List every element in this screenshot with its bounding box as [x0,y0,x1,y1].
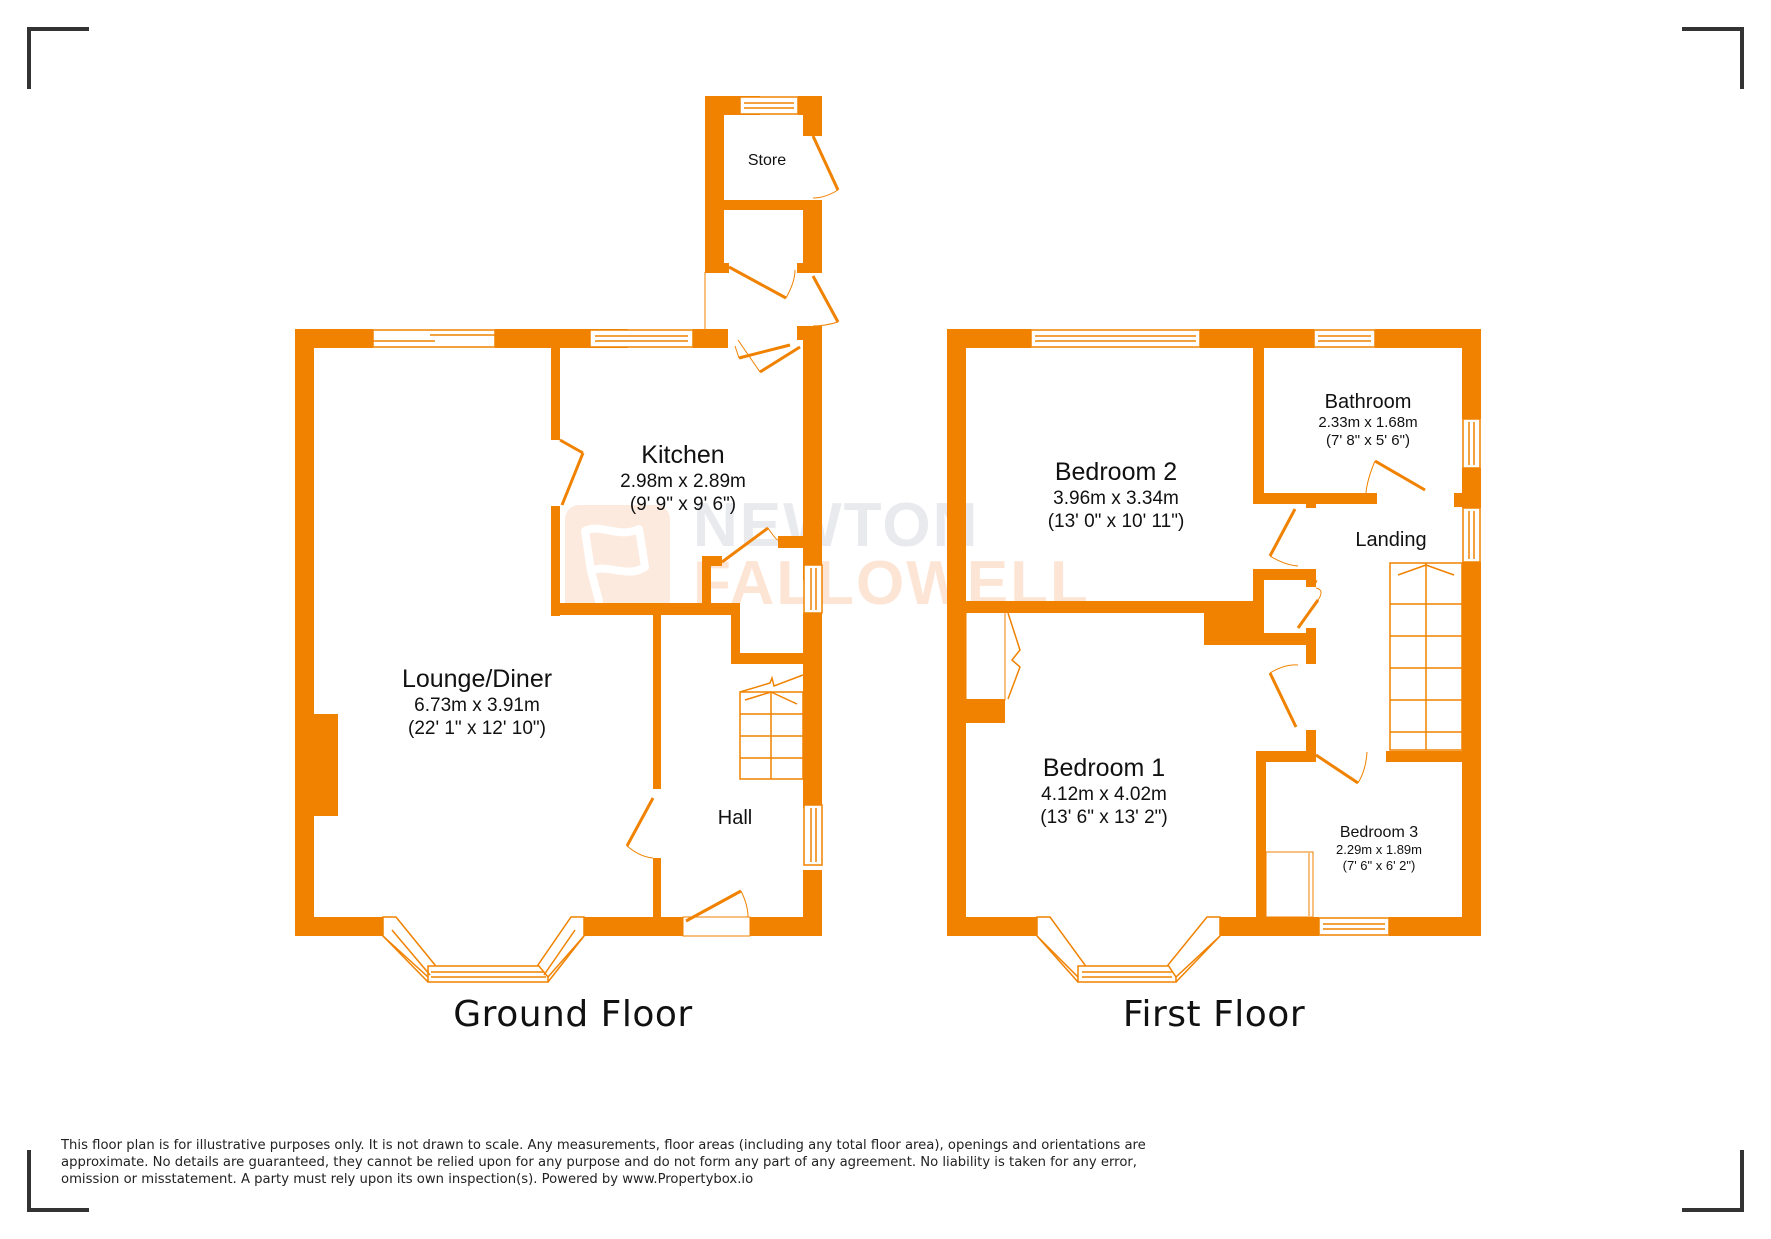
room-name: Bedroom 2 [1054,458,1178,486]
room-bedroom-1: Bedroom 1 4.12m x 4.02m (13' 6" x 13' 2"… [1040,753,1167,829]
disclaimer-line-1: This floor plan is for illustrative purp… [61,1138,1146,1153]
room-bedroom-3: Bedroom 3 2.29m x 1.89m (7' 6" x 6' 2") [1336,823,1422,874]
room-metric: 2.98m x 2.89m [620,471,746,492]
room-name: Bedroom 3 [1339,824,1419,841]
ground-floor-doors [559,135,840,937]
room-metric: 6.73m x 3.91m [414,695,540,716]
first-floor-walls [947,329,1481,936]
room-kitchen: Kitchen 2.98m x 2.89m (9' 9" x 9' 6") [620,440,746,516]
crop-mark-top-right [1682,27,1744,89]
first-floor-windows [1030,329,1481,983]
room-hall: Hall [718,806,752,830]
room-imperial: (9' 9" x 9' 6") [629,494,737,515]
room-imperial: (13' 0" x 10' 11") [1047,511,1185,532]
room-name: Landing [1355,529,1427,551]
crop-mark-bottom-right [1682,1150,1744,1212]
room-store: Store [748,151,786,170]
room-name: Kitchen [641,441,725,469]
disclaimer-line-2: approximate. No details are guaranteed, … [61,1155,1137,1170]
disclaimer: This floor plan is for illustrative purp… [61,1137,1261,1188]
crop-mark-top-left [27,27,89,89]
room-metric: 2.29m x 1.89m [1336,842,1422,857]
room-name: Lounge/Diner [401,665,553,693]
floor-title-ground: Ground Floor [453,994,693,1035]
ground-floor-walls [295,96,822,936]
floor-title-first: First Floor [1122,994,1306,1035]
room-imperial: (13' 6" x 13' 2") [1040,807,1168,828]
ground-floor-windows [372,96,823,983]
ground-floor-stairs [739,674,804,780]
crop-mark-bottom-left [27,1150,89,1212]
room-name: Store [747,152,787,169]
room-bathroom: Bathroom 2.33m x 1.68m (7' 8" x 5' 6") [1318,390,1417,450]
room-imperial: (7' 8" x 5' 6") [1326,432,1410,449]
room-imperial: (7' 6" x 6' 2") [1342,858,1416,873]
room-name: Bathroom [1324,391,1412,413]
room-metric: 3.96m x 3.34m [1053,488,1179,509]
disclaimer-line-3: omission or misstatement. A party must r… [61,1172,754,1187]
room-metric: 2.33m x 1.68m [1318,414,1418,431]
room-name: Bedroom 1 [1042,754,1166,782]
room-bedroom-2: Bedroom 2 3.96m x 3.34m (13' 0" x 10' 11… [1048,457,1185,533]
room-imperial: (22' 1" x 12' 10") [408,718,546,739]
first-floor-doors [965,459,1426,918]
room-name: Hall [717,807,753,829]
room-metric: 4.12m x 4.02m [1041,784,1167,805]
room-landing: Landing [1355,528,1426,552]
first-floor-stairs [1389,562,1463,751]
room-lounge-diner: Lounge/Diner 6.73m x 3.91m (22' 1" x 12'… [402,664,552,740]
